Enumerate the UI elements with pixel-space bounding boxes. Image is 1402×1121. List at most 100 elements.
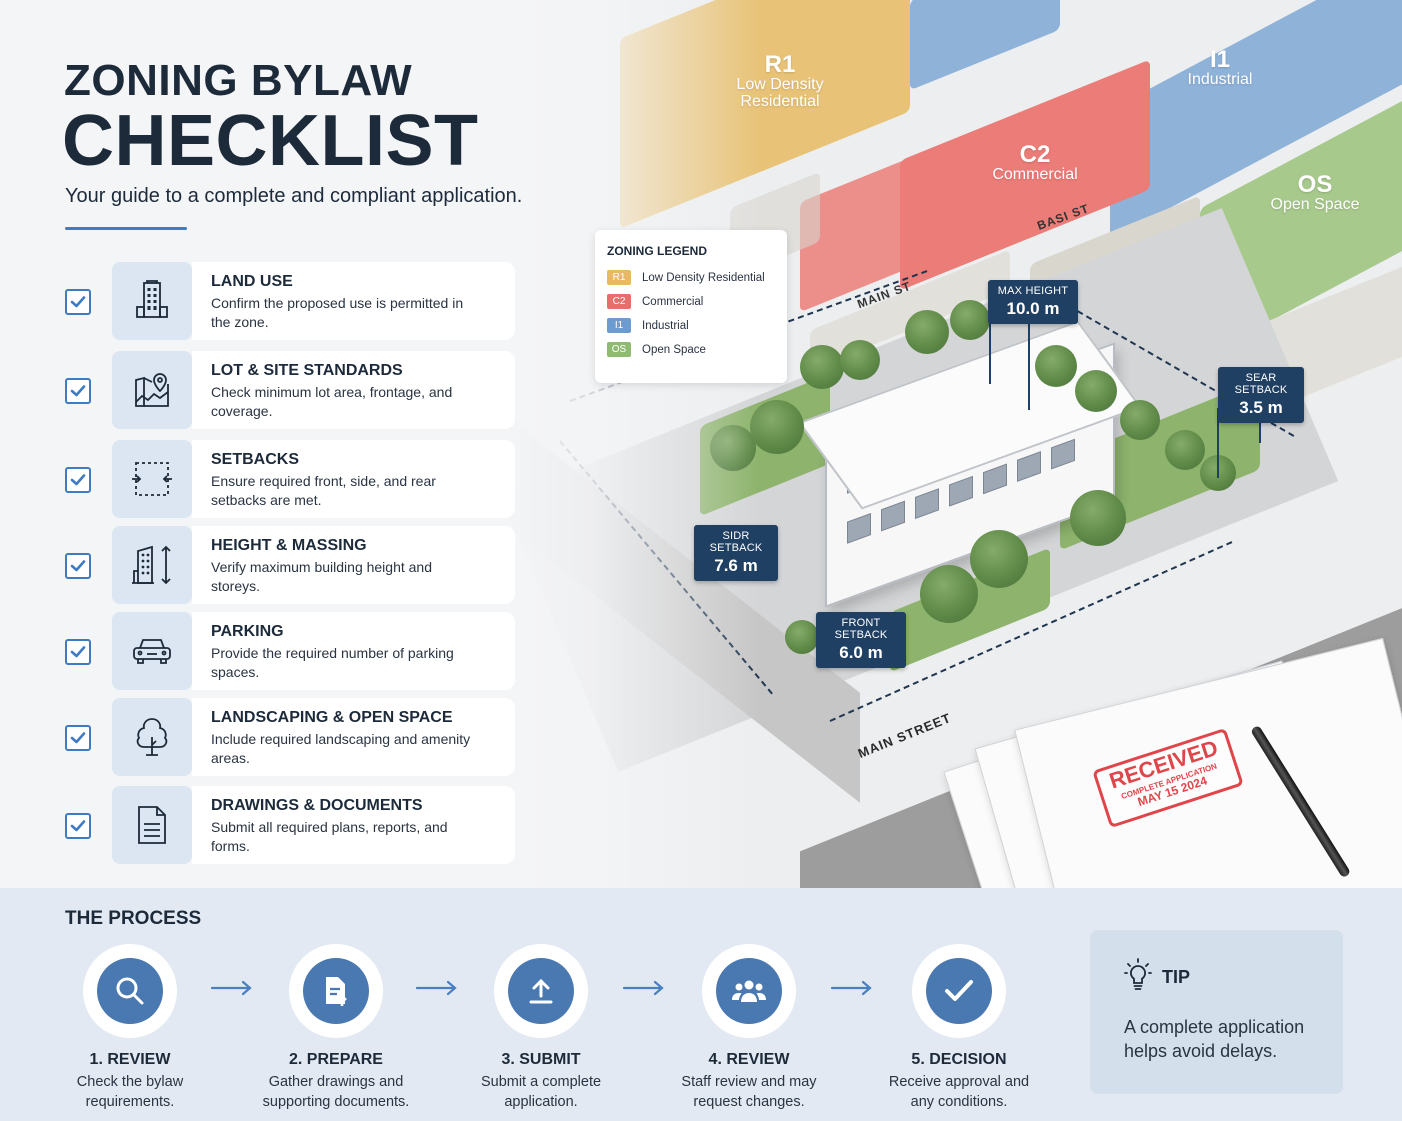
search-icon — [97, 958, 163, 1024]
tree-icon — [112, 698, 192, 776]
item-description: Include required landscaping and amenity… — [211, 731, 471, 766]
checkmark-icon — [926, 958, 992, 1024]
tree — [920, 565, 978, 623]
process-step-staff-review: 4. REVIEW Staff review and may request c… — [649, 944, 849, 1112]
tree — [1120, 400, 1160, 440]
callout-leader — [1028, 322, 1030, 410]
tree — [1165, 430, 1205, 470]
checkbox[interactable] — [65, 639, 91, 665]
legend-title: ZONING LEGEND — [607, 244, 708, 258]
tip-card: TIP A complete application helps avoid d… — [1090, 930, 1343, 1094]
zone-block-i1-top — [910, 0, 1060, 91]
tree — [970, 530, 1028, 588]
checkmark-icon — [70, 820, 86, 832]
process-section: THE PROCESS 1. REVIEW Check the bylaw re… — [0, 888, 1402, 1121]
checklist-item-setbacks: SETBACKS Ensure required front, side, an… — [65, 440, 515, 518]
callout-rear-setback: SEAR SETBACK 3.5 m — [1218, 367, 1304, 423]
checklist-item-land-use: LAND USE Confirm the proposed use is per… — [65, 262, 515, 340]
height-building-icon — [112, 526, 192, 604]
tree — [1035, 345, 1077, 387]
item-title: LOT & SITE STANDARDS — [211, 362, 403, 379]
tree — [905, 310, 949, 354]
tree — [1075, 370, 1117, 412]
callout-leader — [1217, 408, 1219, 478]
legend-swatch: OS — [607, 342, 631, 357]
page-subtitle: Your guide to a complete and compliant a… — [65, 185, 523, 207]
callout-front-setback: FRONT SETBACK 6.0 m — [816, 612, 906, 668]
checkbox[interactable] — [65, 725, 91, 751]
checklist-card: DRAWINGS & DOCUMENTS Submit all required… — [192, 786, 515, 864]
tree — [710, 425, 756, 471]
callout-leader — [1259, 408, 1261, 443]
process-title: THE PROCESS — [65, 908, 202, 929]
legend-item-r1: R1 Low Density Residential — [607, 270, 775, 285]
zone-label-i1: I1 Industrial — [1187, 46, 1253, 89]
setback-frame-icon — [112, 440, 192, 518]
checkmark-icon — [70, 385, 86, 397]
checklist-card: LAND USE Confirm the proposed use is per… — [192, 262, 515, 340]
page-title-line2: CHECKLIST — [62, 101, 479, 181]
tree — [950, 300, 990, 340]
item-title: DRAWINGS & DOCUMENTS — [211, 797, 423, 814]
page-title-line1: ZONING BYLAW — [64, 56, 413, 105]
car-icon — [112, 612, 192, 690]
item-title: PARKING — [211, 623, 284, 640]
callout-max-height: MAX HEIGHT 10.0 m — [988, 280, 1078, 324]
item-description: Confirm the proposed use is permitted in… — [211, 295, 464, 330]
people-icon — [716, 958, 782, 1024]
arrow-right-icon — [830, 980, 874, 1001]
item-title: HEIGHT & MASSING — [211, 537, 367, 554]
zone-label-os: OS Open Space — [1270, 171, 1360, 214]
callout-side-setback: SIDR SETBACK 7.6 m — [694, 525, 778, 581]
legend-swatch: I1 — [607, 318, 631, 333]
item-title: LANDSCAPING & OPEN SPACE — [211, 709, 453, 726]
upload-icon — [508, 958, 574, 1024]
checkmark-icon — [70, 732, 86, 744]
accent-divider — [65, 227, 187, 230]
map-pin-icon — [112, 351, 192, 429]
checklist-item-lot-site: LOT & SITE STANDARDS Check minimum lot a… — [65, 351, 515, 429]
street-label-main-street: MAIN STREET — [855, 709, 954, 762]
item-title: LAND USE — [211, 273, 293, 290]
checklist-item-parking: PARKING Provide the required number of p… — [65, 612, 515, 690]
checkbox[interactable] — [65, 289, 91, 315]
process-step-review: 1. REVIEW Check the bylaw requirements. — [30, 944, 230, 1112]
document-icon — [112, 786, 192, 864]
checklist-card: LANDSCAPING & OPEN SPACE Include require… — [192, 698, 515, 776]
checkbox[interactable] — [65, 467, 91, 493]
document-upload-icon — [303, 958, 369, 1024]
checkmark-icon — [70, 646, 86, 658]
legend-swatch: R1 — [607, 270, 631, 285]
zoning-legend: ZONING LEGEND R1 Low Density Residential… — [595, 230, 787, 383]
tip-title: TIP — [1162, 967, 1191, 987]
tree — [1070, 490, 1126, 546]
process-step-prepare: 2. PREPARE Gather drawings and supportin… — [236, 944, 436, 1112]
checklist-card: HEIGHT & MASSING Verify maximum building… — [192, 526, 515, 604]
process-step-submit: 3. SUBMIT Submit a complete application. — [441, 944, 641, 1112]
checklist-item-height: HEIGHT & MASSING Verify maximum building… — [65, 526, 515, 604]
checkbox[interactable] — [65, 553, 91, 579]
item-title: SETBACKS — [211, 451, 300, 468]
checklist-card: PARKING Provide the required number of p… — [192, 612, 515, 690]
item-description: Check minimum lot area, frontage, and co… — [211, 384, 453, 419]
arrow-right-icon — [622, 980, 666, 1001]
zone-label-c2: C2 Commercial — [992, 141, 1078, 184]
tree — [800, 345, 844, 389]
legend-item-os: OS Open Space — [607, 342, 775, 357]
item-description: Provide the required number of parking s… — [211, 645, 454, 680]
checklist-card: SETBACKS Ensure required front, side, an… — [192, 440, 515, 518]
legend-item-c2: C2 Commercial — [607, 294, 775, 309]
arrow-right-icon — [210, 980, 254, 1001]
checkmark-icon — [70, 474, 86, 486]
legend-item-i1: I1 Industrial — [607, 318, 775, 333]
checklist-item-landscaping: LANDSCAPING & OPEN SPACE Include require… — [65, 698, 515, 776]
legend-swatch: C2 — [607, 294, 631, 309]
arrow-right-icon — [415, 980, 459, 1001]
checkbox[interactable] — [65, 813, 91, 839]
checkbox[interactable] — [65, 378, 91, 404]
tree — [750, 400, 804, 454]
tip-text: A complete application helps avoid delay… — [1124, 1017, 1305, 1061]
process-step-decision: 5. DECISION Receive approval and any con… — [859, 944, 1059, 1112]
checkmark-icon — [70, 560, 86, 572]
tree — [785, 620, 819, 654]
